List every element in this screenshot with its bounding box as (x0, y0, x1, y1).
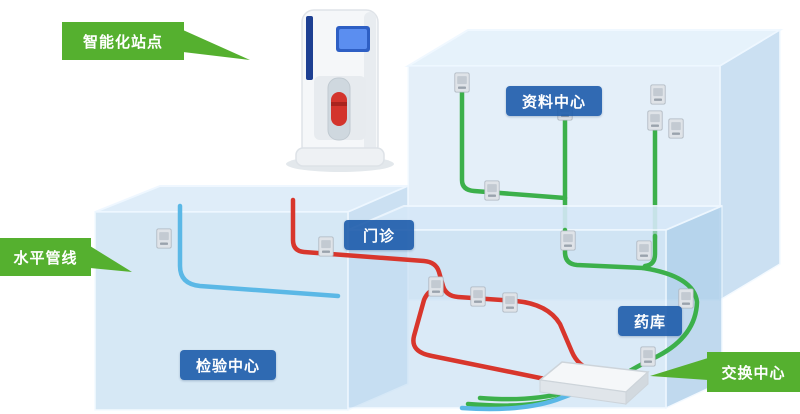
room-badge-lab-center-label: 检验中心 (195, 357, 260, 375)
tube-station-icon (502, 292, 518, 313)
tube-station-icon (156, 228, 172, 249)
blue-pipes (177, 203, 575, 412)
tube-station-icon (668, 118, 684, 139)
room-badge-lab-center: 检验中心 (180, 350, 276, 380)
tube-station-icon (678, 288, 694, 309)
room-badge-pharmacy: 药库 (618, 306, 682, 336)
room-badge-outpatient-label: 门诊 (362, 227, 395, 245)
room-badge-data-center-label: 资料中心 (521, 93, 586, 111)
room-badge-pharmacy-label: 药库 (633, 313, 666, 331)
callout-pointers (90, 30, 708, 380)
tube-station-icon (484, 180, 500, 201)
room-badge-data-center: 资料中心 (506, 86, 602, 116)
exchange-callout-pointer (650, 358, 708, 380)
tube-carrier-capsule (331, 92, 347, 126)
tube-station-icon (636, 240, 652, 261)
tube-station-icon (470, 286, 486, 307)
callout-intelligent-station-label: 智能化站点 (82, 33, 163, 51)
callout-horizontal-pipeline-label: 水平管线 (13, 249, 78, 267)
device-blue-stripe (306, 16, 313, 80)
tube-station-icon (647, 110, 663, 131)
tube-station-icon (650, 84, 666, 105)
callout-exchange-center: 交换中心 (707, 352, 800, 392)
callout-horizontal-pipeline: 水平管线 (0, 238, 91, 276)
tube-station-icon (318, 236, 334, 257)
station-device-illustration (286, 9, 394, 172)
tube-station-icon (640, 346, 656, 367)
station-callout-pointer (183, 30, 250, 60)
room-badge-outpatient: 门诊 (344, 220, 414, 250)
tube-station-icon (454, 72, 470, 93)
callout-exchange-center-label: 交换中心 (721, 364, 786, 382)
hpipe-callout-pointer (90, 246, 132, 272)
callout-intelligent-station: 智能化站点 (62, 22, 184, 60)
tube-station-icon (560, 230, 576, 251)
tube-station-icon (428, 276, 444, 297)
exchange-center-device (538, 361, 650, 406)
